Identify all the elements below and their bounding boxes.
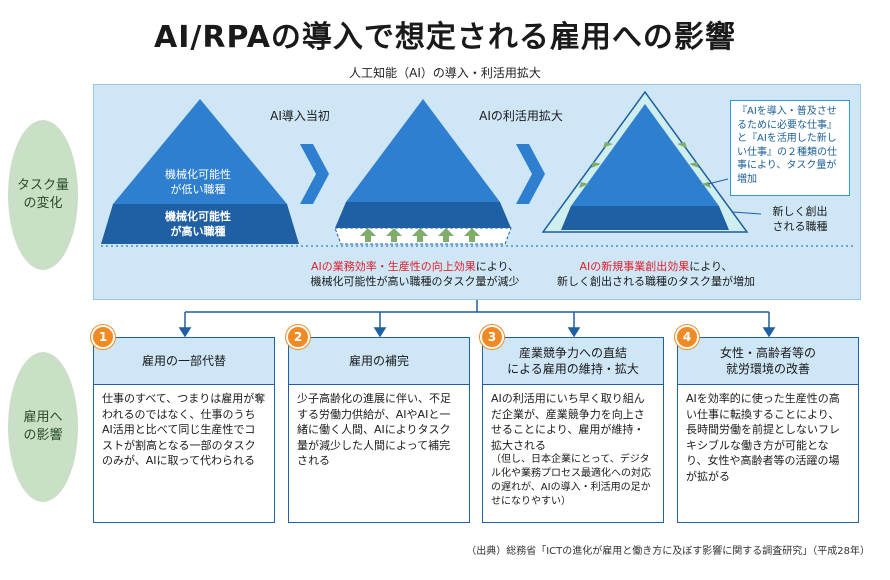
card-4-title-line1: 女性・高齢者等の [719,345,816,360]
up-arrows-green [360,228,480,242]
impact-card-4: 女性・高齢者等の 就労環境の改善 AIを効率的に使った生産性の高い仕事に転換する… [677,337,859,523]
pyramid-expanded [334,99,512,245]
new-business-effect-suffix: により、 [689,260,733,273]
card-1-header: 雇用の一部代替 [94,338,274,385]
new-business-effect-red: AIの新規事業創出効果 [579,260,690,273]
new-business-effect-text: AIの新規事業創出効果により、 新しく創出される職種のタスク量が増加 [536,260,776,290]
high-mechanization-label: 機械化可能性 が高い職種 [150,210,246,240]
pyramid-new-lower [561,206,729,230]
card-3-title-line1: 産業競争力への直結 [518,345,627,360]
card-3-body: AIの利活用にいち早く取り組んだ企業が、産業競争力を向上させることにより、雇用が… [483,385,663,515]
card-3-body-main: AIの利活用にいち早く取り組んだ企業が、産業競争力を向上させることにより、雇用が… [491,392,645,452]
card-1-title: 雇用の一部代替 [141,353,226,368]
efficiency-effect-line2: 機械化可能性が高い職種のタスク量が減少 [310,274,520,288]
stage-expanded-label: AIの利活用拡大 [479,109,563,123]
high-label-line1: 機械化可能性 [165,210,231,223]
card-4-body: AIを効率的に使った生産性の高い仕事に転換することにより、長時間労働を前提としな… [686,392,840,484]
page-subtitle: 人工知能（AI）の導入・利活用拡大 [349,66,541,80]
task-label-line1: タスク量 [16,178,69,194]
low-label-line1: 機械化可能性 [165,168,231,181]
high-label-line2: が高い職種 [170,224,226,238]
impact-card-2: 雇用の補完 少子高齢化の進展に伴い、不足する労働力供給が、AIやAIと一緒に働く… [288,337,470,523]
card-2-header: 雇用の補完 [289,338,469,385]
efficiency-effect-red: AIの業務効率・生産性の向上効果 [310,260,476,273]
card-3-body-note: （但し、日本企業にとって、デジタル化や業務プロセス最適化への対応の遅れが、AIの… [491,454,651,508]
low-mechanization-label: 機械化可能性 が低い職種 [150,168,246,198]
pyramid-initial-lower [101,204,299,244]
pyramid-expanded-upper [346,99,500,202]
pyramid-new-jobs [541,90,749,233]
card-3-number: 3 [480,325,504,349]
card-1-body: 仕事のすべて、つまりは雇用が奪われるのではなく、仕事のうちAI活用と比べて同じ生… [102,392,266,468]
new-job-line2: される職種 [772,219,828,233]
task-pyramids-diagram [101,90,853,247]
impact-card-1: 雇用の一部代替 仕事のすべて、つまりは雇用が奪われるのではなく、仕事のうちAI活… [93,337,275,523]
arrow-chevron-1 [300,144,329,204]
impact-card-3: 産業競争力への直結 による雇用の維持・拡大 AIの利活用にいち早く取り組んだ企業… [482,337,664,523]
source-citation: （出典）総務省「ICTの進化が雇用と働き方に及ぼす影響に関する調査研究」（平成2… [466,546,870,557]
employment-impact-label: 雇用へ の影響 [8,352,78,502]
card-4-header: 女性・高齢者等の 就労環境の改善 [678,338,858,385]
pyramid-expanded-lower [335,202,511,228]
card-1-number: 1 [91,325,115,349]
card-3-title-line2: による雇用の維持・拡大 [507,362,639,376]
card-2-title: 雇用の補完 [348,353,409,368]
new-business-effect-line2: 新しく創出される職種のタスク量が増加 [557,274,755,288]
card-2-body: 少子高齢化の進展に伴い、不足する労働力供給が、AIやAIと一緒に働く人間、AIに… [297,392,451,468]
card-2-number: 2 [286,325,310,349]
card-4-title-line2: 就労環境の改善 [725,362,810,376]
task-label-line2: の変化 [23,196,63,211]
pyramid-new-upper [571,104,719,206]
employment-label-line2: の影響 [23,428,63,443]
pyramid-initial [101,99,299,244]
card-4-number: 4 [675,325,699,349]
new-job-label: 新しく創出 される職種 [762,205,838,235]
employment-label-line1: 雇用へ [23,410,63,426]
new-job-pointer [732,211,762,215]
stage-initial-label: AI導入当初 [270,109,330,123]
task-change-label: タスク量 の変化 [8,120,78,270]
card-3-header: 産業競争力への直結 による雇用の維持・拡大 [483,338,663,385]
arrow-chevron-2 [516,144,545,204]
low-label-line2: が低い職種 [170,182,226,196]
new-work-callout: 『AIを導入・普及させるために必要な仕事』と『AIを活用した新しい仕事』の２種類… [730,100,850,196]
pyramid-initial-upper [113,99,287,204]
callout-pointer [707,178,729,185]
efficiency-effect-text: AIの業務効率・生産性の向上効果により、 機械化可能性が高い職種のタスク量が減少 [290,260,540,290]
new-job-line1: 新しく創出 [772,205,828,218]
connector-tree [178,300,776,338]
efficiency-effect-suffix: により、 [475,260,520,273]
page-title: AI/RPAの導入で想定される雇用への影響 [154,20,736,55]
